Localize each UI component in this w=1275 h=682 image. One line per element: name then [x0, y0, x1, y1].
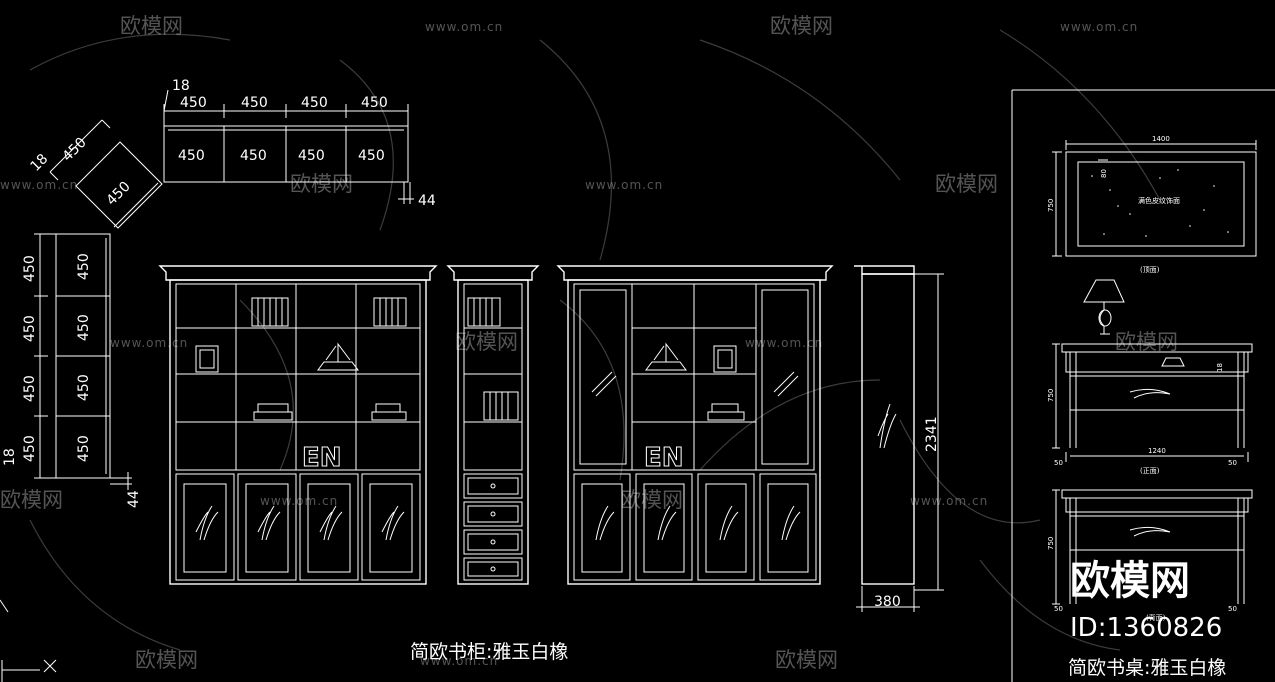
- desk-dim-label: 750: [1047, 537, 1055, 550]
- dim-label: 450: [358, 148, 385, 164]
- dim-label: 450: [76, 374, 92, 401]
- desk-dim-label: 50: [1228, 605, 1237, 613]
- desk-dim-label: 750: [1047, 389, 1055, 402]
- desk-dim-label: 50: [1054, 459, 1063, 467]
- desk-title: 简欧书桌:雅玉白橡: [1068, 657, 1226, 679]
- dim-label: 450: [240, 148, 267, 164]
- bookcase-elevation-narrow: [446, 265, 540, 585]
- dim-label: 450: [22, 435, 38, 462]
- watermark-brand: 欧模网: [0, 488, 63, 512]
- watermark-brand: 欧模网: [775, 648, 838, 672]
- dim-label: 450: [298, 148, 325, 164]
- watermark-url: www.om.cn: [420, 654, 498, 668]
- dim-label: 450: [241, 95, 268, 111]
- watermark-url: www.om.cn: [745, 336, 823, 350]
- watermark-brand: 欧模网: [1115, 330, 1178, 354]
- dim-label: 450: [178, 148, 205, 164]
- watermark-url: www.om.cn: [1060, 20, 1138, 34]
- watermark-brand: 欧模网: [935, 172, 998, 196]
- svg-text:EN: EN: [644, 443, 684, 473]
- desk-view-label: (背面): [1146, 613, 1166, 622]
- watermark-brand: 欧模网: [120, 14, 183, 38]
- desk-dim-label: 1400: [1152, 135, 1170, 143]
- desk-view-label: (正面): [1140, 467, 1160, 475]
- dim-label: 18: [2, 448, 18, 466]
- dim-label: 450: [22, 315, 38, 342]
- svg-text:EN: EN: [302, 443, 342, 473]
- watermark-url: www.om.cn: [585, 178, 663, 192]
- watermark-url: www.om.cn: [0, 178, 78, 192]
- watermark-url: www.om.cn: [110, 336, 188, 350]
- dim-label: 18: [172, 78, 190, 94]
- desk-dim-label: 50: [1054, 605, 1063, 613]
- dim-label: 450: [301, 95, 328, 111]
- watermark-brand: 欧模网: [620, 488, 683, 512]
- dim-label: 450: [180, 95, 207, 111]
- dim-label: 380: [874, 594, 901, 610]
- desk-material-label: 满色皮纹饰面: [1138, 196, 1180, 205]
- desk-dim-label: 750: [1047, 199, 1055, 212]
- desk-dim-label: 1240: [1148, 447, 1166, 455]
- dim-label: 450: [60, 135, 90, 165]
- watermark-brand: 欧模网: [135, 648, 198, 672]
- bookcase-elevation-open: EN: [158, 265, 438, 585]
- watermark-url: www.om.cn: [260, 494, 338, 508]
- bookcase-side-elevation: 2341 380: [854, 265, 944, 612]
- dim-label: 18: [28, 151, 52, 175]
- bookcase-elevation-glazed: EN: [556, 265, 834, 585]
- brand-name: 欧模网: [1070, 558, 1190, 604]
- desk-dim-label: 80: [1100, 169, 1108, 178]
- dim-label: 450: [76, 314, 92, 341]
- dim-label: 2341: [924, 416, 940, 452]
- brand-id: ID:1360826: [1070, 613, 1222, 643]
- dim-label: 44: [418, 193, 436, 209]
- watermark-url: www.om.cn: [910, 494, 988, 508]
- bookcase-plan: 18 450 450 450 450 450 450 450 450 44 45…: [2, 78, 436, 508]
- watermark-brand: 欧模网: [290, 172, 353, 196]
- watermark-layer: 欧模网 www.om.cn 欧模网 www.om.cn www.om.cn 欧模…: [0, 14, 1178, 672]
- dim-label: 450: [76, 253, 92, 280]
- ucs-icon: [0, 599, 57, 682]
- watermark-brand: 欧模网: [770, 14, 833, 38]
- desk-dim-label: 18: [1216, 363, 1224, 372]
- bookcase-title: 简欧书柜:雅玉白橡: [410, 641, 568, 663]
- dim-label: 450: [22, 255, 38, 282]
- dim-label: 450: [104, 179, 134, 209]
- desk-dim-label: 50: [1228, 459, 1237, 467]
- desk-view-label: (顶面): [1140, 266, 1160, 274]
- dim-label: 450: [76, 435, 92, 462]
- dim-label: 450: [361, 95, 388, 111]
- desk-panel: 1400 满色皮纹饰面 750 80 (顶面) 7: [1011, 89, 1275, 682]
- dim-label: 450: [22, 375, 38, 402]
- watermark-url: www.om.cn: [425, 20, 503, 34]
- dim-label: 44: [126, 490, 142, 508]
- watermark-brand: 欧模网: [455, 330, 518, 354]
